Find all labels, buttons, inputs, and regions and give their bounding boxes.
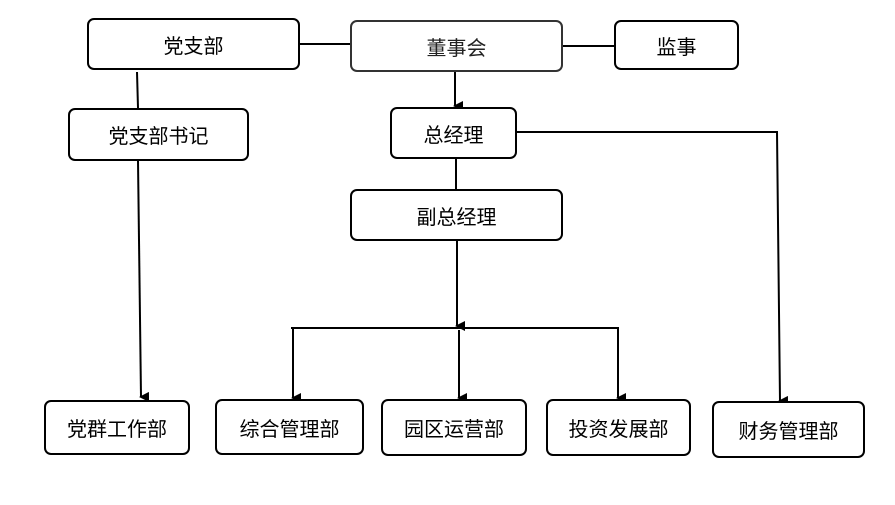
node-supervisor: 监事 xyxy=(614,20,739,70)
link-gm-finance xyxy=(517,131,789,406)
node-finance-management-dept: 财务管理部 xyxy=(712,401,865,458)
link-party-branch-secretary xyxy=(136,71,139,109)
node-general-management-dept: 综合管理部 xyxy=(215,399,364,455)
node-board: 董事会 xyxy=(350,20,563,72)
node-party-branch: 党支部 xyxy=(87,18,300,70)
link-secretary-party-mass xyxy=(137,160,150,402)
node-deputy-general-manager: 副总经理 xyxy=(350,189,563,241)
node-park-operations-dept: 园区运营部 xyxy=(381,399,527,456)
node-general-manager: 总经理 xyxy=(390,107,517,159)
node-investment-development-dept: 投资发展部 xyxy=(546,399,691,456)
node-party-mass-work-dept: 党群工作部 xyxy=(44,400,190,455)
node-party-secretary: 党支部书记 xyxy=(68,108,249,161)
